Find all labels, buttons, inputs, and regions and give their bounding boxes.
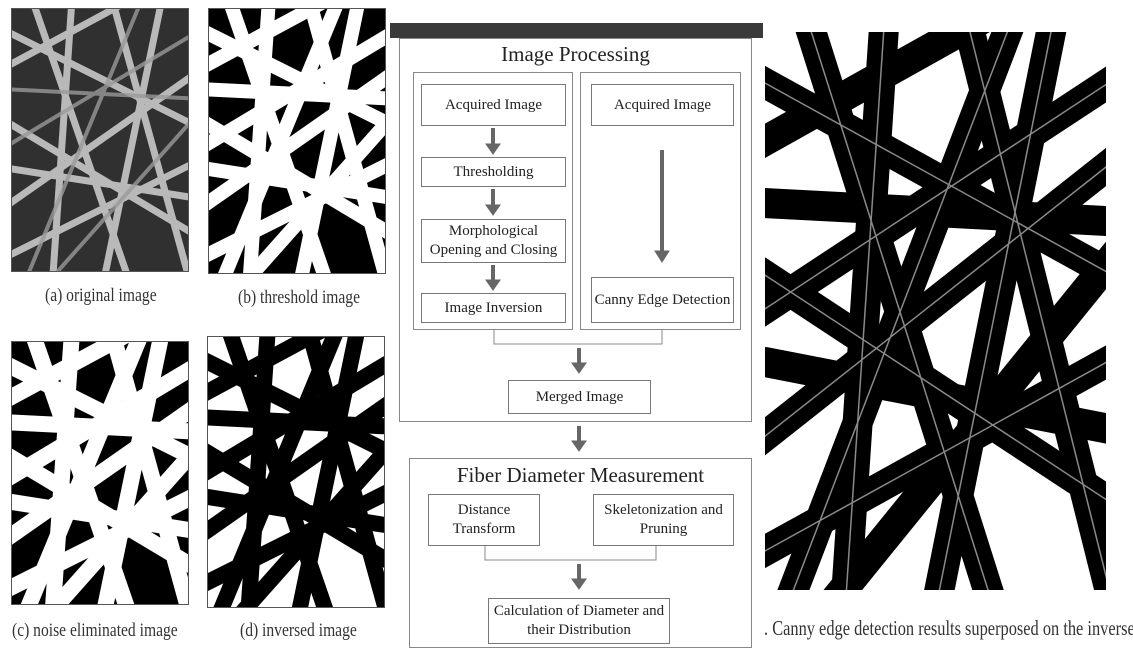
acquired-image-box-left: Acquired Image (421, 84, 566, 126)
calculation-of-diameter-box: Calculation of Diameter and their Distri… (488, 598, 670, 644)
caption-inversed-image: (d) inversed image (240, 620, 357, 641)
header-bar (390, 23, 763, 38)
thresholding-box: Thresholding (421, 157, 566, 187)
fiber-measurement-title: Fiber Diameter Measurement (456, 463, 705, 487)
canny-edge-detection-box: Canny Edge Detection (591, 277, 734, 323)
skeletonization-box: Skeletonization and Pruning (593, 494, 734, 546)
right-column-frame (580, 72, 741, 330)
noise-eliminated-image (11, 341, 189, 605)
left-column-frame (413, 72, 573, 330)
caption-noise-eliminated-image: (c) noise eliminated image (12, 620, 178, 641)
inversed-image (207, 336, 385, 608)
distance-transform-box: Distance Transform (428, 494, 540, 546)
caption-canny-superposed: . Canny edge detection results superpose… (764, 616, 1133, 640)
image-processing-title: Image Processing (501, 42, 650, 66)
caption-threshold-image: (b) threshold image (238, 287, 361, 308)
image-processing-frame (399, 38, 752, 422)
flowchart-connectors (484, 128, 670, 590)
caption-original-image: (a) original image (45, 285, 157, 306)
image-inversion-box: Image Inversion (421, 293, 566, 323)
original-image (11, 8, 189, 272)
threshold-image (208, 8, 386, 274)
morphological-box: Morphological Opening and Closing (421, 219, 566, 263)
canny-superposed-image (765, 32, 1106, 590)
merged-image-box: Merged Image (508, 380, 651, 414)
acquired-image-box-right: Acquired Image (591, 84, 734, 126)
